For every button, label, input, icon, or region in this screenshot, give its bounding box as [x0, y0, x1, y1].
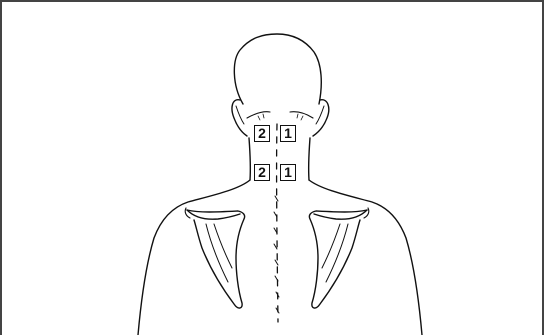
- marker-2-upper: 2: [254, 125, 270, 142]
- right-ear-detail: [316, 106, 324, 124]
- neck-left: [249, 138, 250, 180]
- left-scapula: [187, 210, 245, 308]
- spine-line: [277, 124, 278, 322]
- left-ear-detail: [236, 106, 244, 124]
- neck-right: [309, 138, 310, 180]
- marker-1-lower: 1: [280, 164, 296, 181]
- left-shoulder-torso: [138, 180, 250, 335]
- left-scapula-shade: [206, 224, 232, 282]
- left-ear: [232, 100, 247, 136]
- marker-1-upper: 1: [280, 125, 296, 142]
- head-outline: [234, 34, 321, 104]
- hair-strands: [258, 114, 303, 120]
- right-scapula: [309, 210, 367, 308]
- marker-2-lower: 2: [254, 164, 270, 181]
- spine-vertebra-ticks: [274, 196, 279, 313]
- right-scapula-shade: [322, 224, 348, 282]
- hairline: [247, 112, 313, 118]
- right-shoulder-torso: [309, 180, 422, 335]
- right-ear: [313, 100, 329, 136]
